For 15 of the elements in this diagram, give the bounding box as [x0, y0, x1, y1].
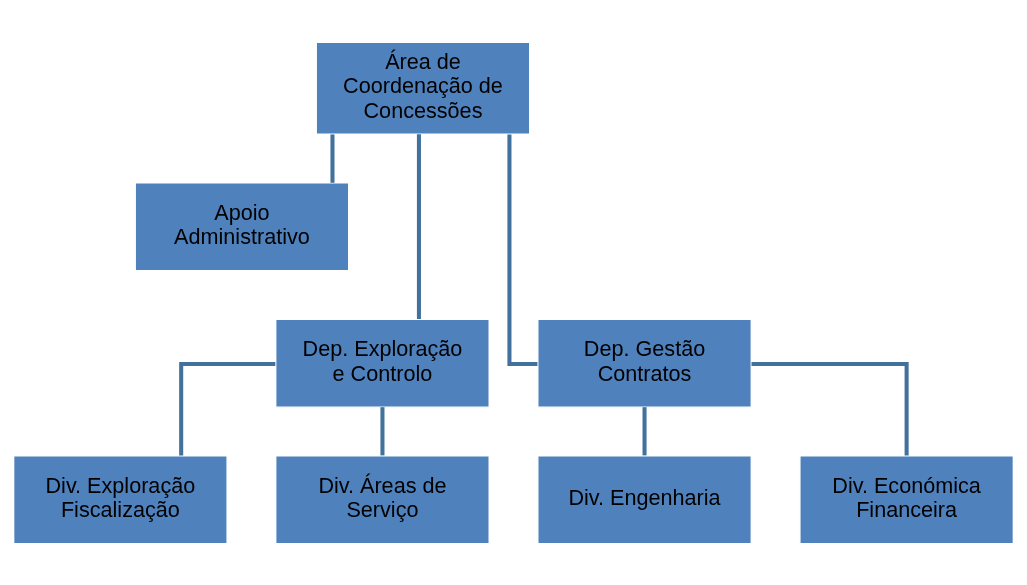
node-box: Apoio Administrativo — [134, 181, 350, 271]
connector — [751, 361, 909, 456]
node-box: Div. Exploração Fiscalização — [13, 454, 228, 544]
node-box: Área de Coordenação de Concessões — [315, 41, 531, 135]
node-box: Div. Económica Financeira — [799, 454, 1014, 544]
connector — [642, 406, 647, 455]
node-box: Dep. Gestão Contratos — [537, 318, 752, 408]
node-box: Dep. Exploração e Controlo — [275, 318, 490, 408]
connector — [179, 361, 276, 456]
node-box: Div. Engenharia — [537, 454, 752, 544]
connector — [507, 133, 538, 366]
node-box: Div. Áreas de Serviço — [275, 454, 490, 544]
connector — [380, 406, 385, 455]
connector — [330, 133, 335, 183]
connector — [416, 133, 421, 319]
